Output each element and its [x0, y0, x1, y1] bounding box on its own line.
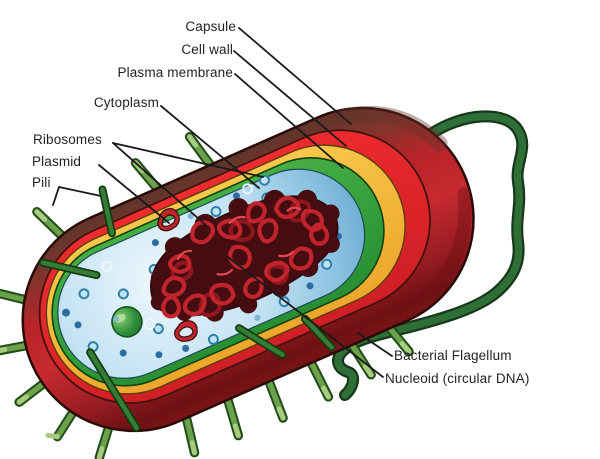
leader-cytoplasm: [160, 105, 260, 189]
leader-lines: [52, 27, 393, 378]
leader-ribosomes-1: [112, 142, 264, 178]
label-cytoplasm: Cytoplasm: [93, 95, 159, 110]
label-capsule: Capsule: [185, 19, 236, 34]
nucleoid: [150, 189, 340, 322]
label-pili: Pili: [32, 175, 51, 190]
label-plasma-membrane: Plasma membrane: [117, 65, 233, 80]
label-bacterial-flagellum: Bacterial Flagellum: [394, 348, 512, 363]
leader-plasmid: [98, 164, 170, 224]
label-cell-wall: Cell wall: [181, 42, 233, 57]
leader-cell-wall: [233, 50, 347, 147]
crossing-pili: [38, 185, 336, 432]
pili: [0, 132, 414, 459]
leader-pili-1: [58, 186, 102, 197]
leader-flagellum: [357, 332, 393, 357]
leader-capsule: [238, 27, 352, 125]
flagellum: [332, 110, 529, 401]
storage-granule: [111, 306, 143, 338]
leader-nucleoid: [227, 256, 384, 378]
label-ribosomes: Ribosomes: [33, 132, 102, 147]
leader-pili-2: [52, 186, 60, 206]
leader-ribosomes-2: [112, 142, 209, 228]
label-plasmid: Plasmid: [32, 154, 82, 169]
label-nucleoid: Nucleoid (circular DNA): [385, 371, 530, 386]
leader-plasma-membrane: [234, 73, 344, 169]
